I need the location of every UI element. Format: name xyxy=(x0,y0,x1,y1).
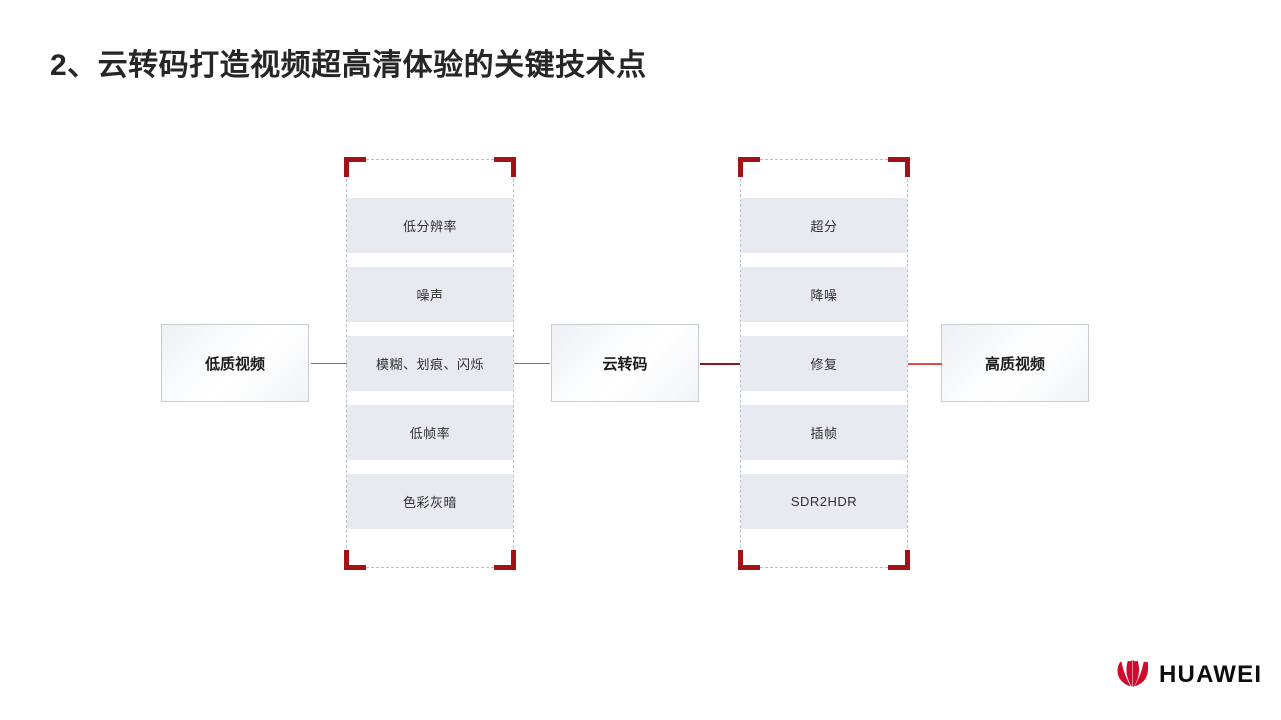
issue-label: 低帧率 xyxy=(409,426,451,441)
node-cloud-transcode-label: 云转码 xyxy=(602,355,648,373)
action-label: 修复 xyxy=(810,357,838,372)
corner-bracket-bottom-right-icon xyxy=(494,550,516,570)
node-high-quality-video: 高质视频 xyxy=(941,324,1089,402)
connector-actions-to-output xyxy=(908,363,942,365)
list-item: 色彩灰暗 xyxy=(347,474,513,529)
action-label: 插帧 xyxy=(810,426,838,441)
list-item: 超分 xyxy=(741,198,907,253)
action-label: 降噪 xyxy=(810,288,838,303)
node-low-quality-video: 低质视频 xyxy=(161,324,309,402)
list-item: SDR2HDR xyxy=(741,474,907,529)
huawei-wordmark: HUAWEI xyxy=(1159,661,1263,688)
list-item: 低帧率 xyxy=(347,405,513,460)
corner-bracket-bottom-left-icon xyxy=(344,550,366,570)
huawei-flower-icon xyxy=(1117,660,1149,687)
corner-bracket-top-left-icon xyxy=(738,157,760,177)
list-item: 降噪 xyxy=(741,267,907,322)
node-low-quality-video-label: 低质视频 xyxy=(204,355,265,373)
actions-frame: 超分 降噪 修复 插帧 SDR2HDR xyxy=(738,157,910,570)
huawei-logo: HUAWEI xyxy=(1116,660,1262,690)
list-item: 低分辨率 xyxy=(347,198,513,253)
page-title: 2、云转码打造视频超高清体验的关键技术点 xyxy=(50,49,647,82)
issue-label: 模糊、划痕、闪烁 xyxy=(375,357,484,372)
issue-label: 低分辨率 xyxy=(402,219,457,234)
corner-bracket-bottom-left-icon xyxy=(738,550,760,570)
action-label: SDR2HDR xyxy=(790,494,858,509)
corner-bracket-bottom-right-icon xyxy=(888,550,910,570)
list-item: 修复 xyxy=(741,336,907,391)
list-item: 模糊、划痕、闪烁 xyxy=(347,336,513,391)
list-item: 噪声 xyxy=(347,267,513,322)
connector-issues-to-transcode xyxy=(514,363,550,364)
issue-label: 噪声 xyxy=(416,288,444,303)
connector-input-to-issues xyxy=(311,363,347,364)
action-label: 超分 xyxy=(810,219,838,234)
node-cloud-transcode: 云转码 xyxy=(551,324,699,402)
node-high-quality-video-label: 高质视频 xyxy=(984,355,1045,373)
list-item: 插帧 xyxy=(741,405,907,460)
issues-frame: 低分辨率 噪声 模糊、划痕、闪烁 低帧率 色彩灰暗 xyxy=(344,157,516,570)
issue-label: 色彩灰暗 xyxy=(402,495,457,510)
corner-bracket-top-right-icon xyxy=(494,157,516,177)
connector-transcode-to-actions xyxy=(700,363,740,365)
corner-bracket-top-left-icon xyxy=(344,157,366,177)
corner-bracket-top-right-icon xyxy=(888,157,910,177)
